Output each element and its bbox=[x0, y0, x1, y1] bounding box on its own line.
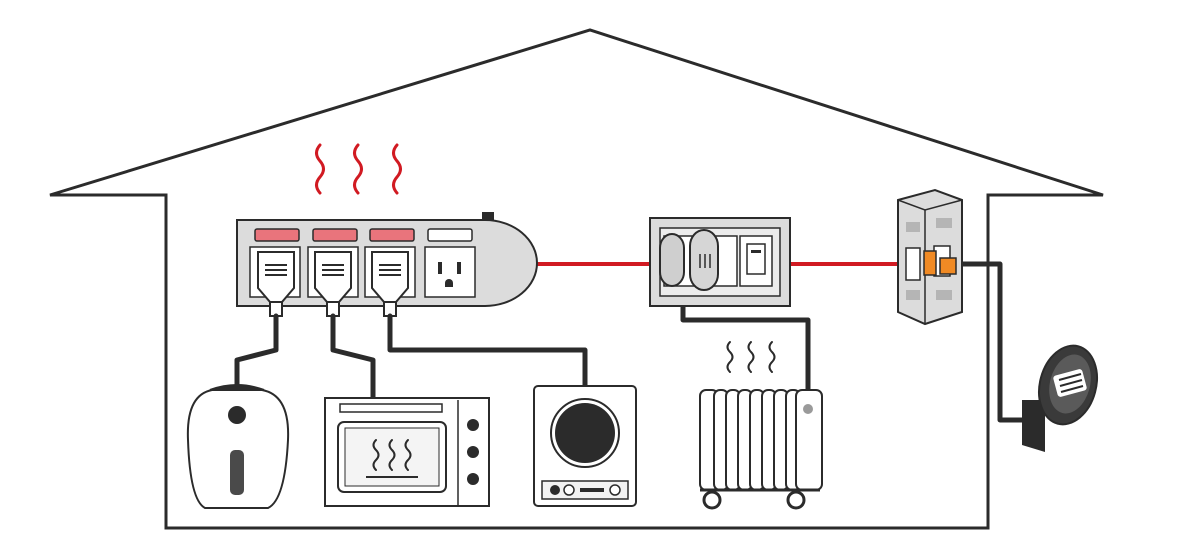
empty-outlet bbox=[424, 246, 476, 298]
heat-wave-icon bbox=[726, 341, 776, 373]
oil-heater bbox=[699, 341, 823, 510]
indicator-light bbox=[254, 228, 300, 242]
induction-cooktop bbox=[533, 385, 637, 507]
air-fryer bbox=[186, 384, 290, 509]
indicator-light bbox=[312, 228, 358, 242]
wall-outlet bbox=[649, 217, 791, 307]
wall-switch bbox=[746, 243, 766, 275]
plug bbox=[314, 251, 352, 317]
heat-wave-icon bbox=[315, 143, 402, 195]
breaker-switch bbox=[923, 250, 937, 276]
circuit-breaker bbox=[897, 188, 963, 326]
power-strip bbox=[236, 212, 538, 317]
toaster-oven bbox=[324, 397, 490, 507]
plug bbox=[371, 251, 409, 317]
indicator-light bbox=[369, 228, 415, 242]
electric-meter bbox=[1022, 344, 1098, 452]
power-switch bbox=[427, 228, 473, 242]
house-outline bbox=[49, 28, 1104, 530]
